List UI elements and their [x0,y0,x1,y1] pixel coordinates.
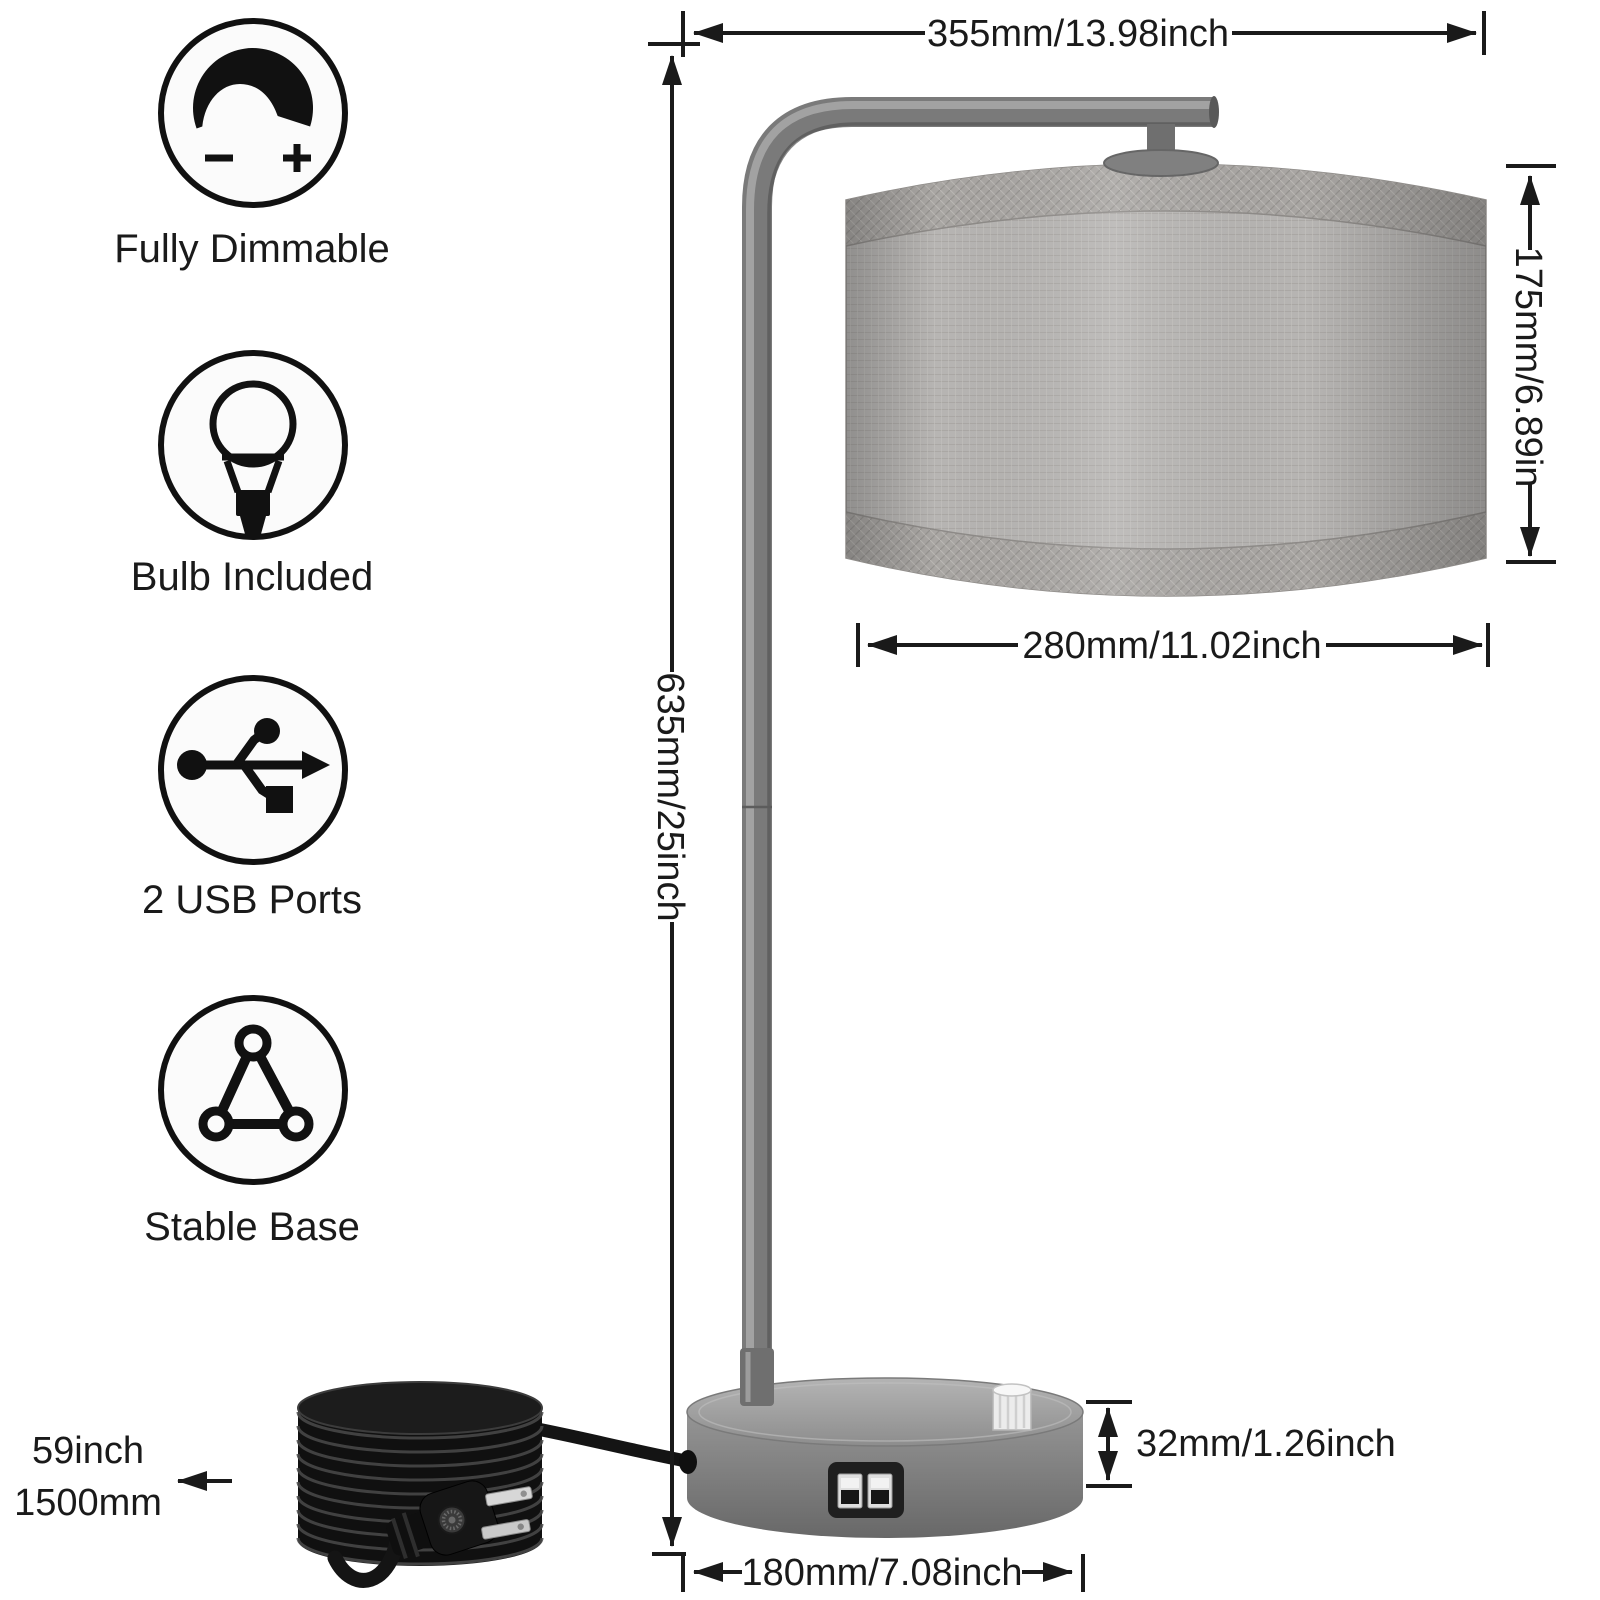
dim-shade-diameter: 280mm/11.02inch [856,623,1490,667]
feature-list: Fully Dimmable Bulb Included [114,18,390,1249]
dim-cord-length-line2: 1500mm [14,1482,162,1524]
dim-overall-width: 355mm/13.98inch [681,11,1486,57]
dim-shade-height-label: 175mm/6.89in [1507,247,1549,488]
plug-prongs [481,1486,533,1540]
dim-shade-height: 175mm/6.89in [1506,164,1556,564]
feature-item-usb: 2 USB Ports [142,675,362,922]
feature-label-usb: 2 USB Ports [142,878,362,922]
dim-cord-length: 59inch 1500mm [14,1430,232,1524]
lamp-illustration [296,96,1487,1588]
dim-base-height-label: 32mm/1.26inch [1136,1423,1396,1465]
dim-lamp-height-label: 635mm/25inch [649,672,691,921]
dimension-annotations: 355mm/13.98inch 635mm/25inch 175mm/6.89i… [14,11,1556,1594]
dim-base-diameter-label: 180mm/7.08inch [742,1552,1023,1594]
lamp-base [679,1377,1084,1538]
shade-finial [1103,149,1219,177]
usb-port-1[interactable] [837,1473,863,1509]
dimmer-icon [158,18,348,208]
dim-cord-length-line1: 59inch [32,1430,144,1472]
feature-label-dimmable: Fully Dimmable [114,227,390,271]
usb-ports[interactable] [828,1462,904,1518]
lamp-pole-arm [740,96,1219,1406]
dim-base-diameter: 180mm/7.08inch [693,1552,1085,1594]
pole-collar [740,1348,774,1406]
dimmer-knob[interactable] [992,1383,1032,1431]
usb-icon [158,675,348,865]
usb-port-2[interactable] [867,1473,893,1509]
feature-item-bulb: Bulb Included [131,350,373,599]
bulb-icon [158,350,348,540]
feature-item-dimmable: Fully Dimmable [114,18,390,271]
feature-label-bulb: Bulb Included [131,555,373,599]
dim-overall-width-label: 355mm/13.98inch [927,13,1229,55]
dim-base-height: 32mm/1.26inch [1086,1400,1396,1488]
stable-base-icon [158,995,348,1185]
feature-label-stable-base: Stable Base [144,1205,360,1249]
feature-item-stable-base: Stable Base [144,995,360,1249]
lamp-shade [845,163,1487,597]
power-plug [386,1480,533,1560]
dim-shade-diameter-label: 280mm/11.02inch [1022,625,1321,667]
dim-lamp-height: 635mm/25inch [648,42,700,1592]
cord-exit [679,1450,697,1474]
